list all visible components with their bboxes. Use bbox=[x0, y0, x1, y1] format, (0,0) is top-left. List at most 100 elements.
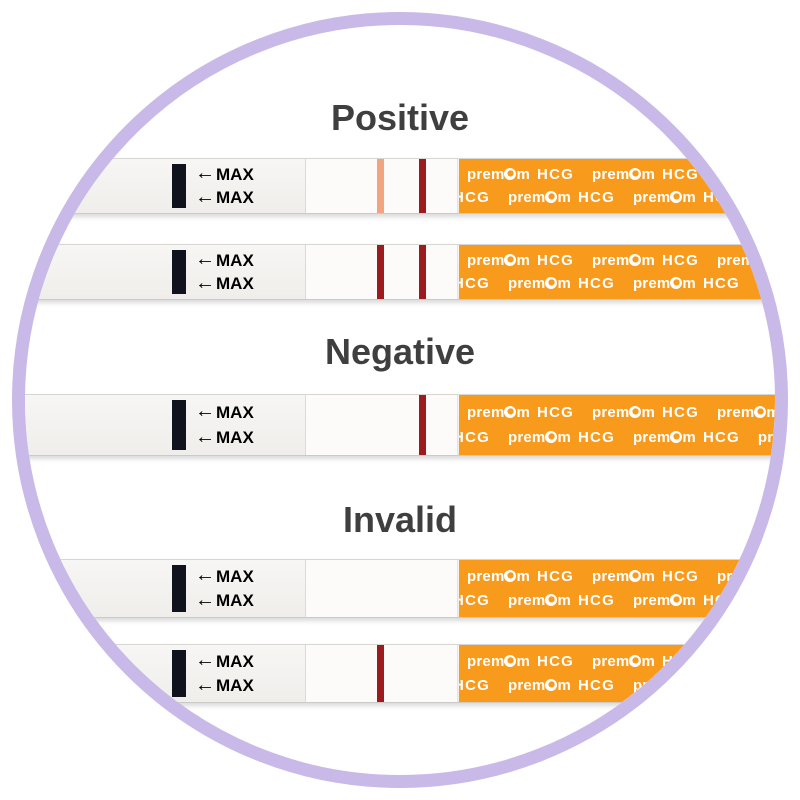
premom-logo-o-icon bbox=[754, 254, 767, 266]
product-text: HCG bbox=[702, 275, 740, 292]
max-label: MAX bbox=[216, 402, 254, 422]
premom-logo-o-icon bbox=[504, 570, 517, 582]
max-fill-marker bbox=[172, 565, 186, 612]
brand-tape-row: premmHCGpremmHCGpremmHCGpremmHCGpremmHCG bbox=[459, 404, 780, 421]
section-title-invalid: Invalid bbox=[342, 499, 458, 540]
max-label: MAX bbox=[216, 428, 254, 448]
premom-logo-o-icon bbox=[629, 168, 642, 180]
premom-logo-o-icon bbox=[670, 191, 683, 203]
brand-tape: premmHCGpremmHCGpremmHCGpremmHCGpremmHCG… bbox=[459, 395, 780, 455]
max-fill-marker bbox=[172, 650, 186, 697]
test-strip-invalid-test-line-only: ←MAX←MAXpremmHCGpremmHCGpremmHCGpremmHCG… bbox=[25, 644, 780, 703]
product-text: HCG bbox=[578, 429, 615, 446]
brand-tape: premmHCGpremmHCGpremmHCGpremmHCGpremmHCG… bbox=[459, 245, 788, 299]
max-label: MAX bbox=[216, 591, 254, 611]
brand-tape-row: premmHCGpremmHCGpremmHCGpremmHCGpremmHCG bbox=[459, 275, 775, 292]
brand-tape-row: premmHCGpremmHCGpremmHCGpremmHCGpremmHCG bbox=[459, 677, 775, 694]
max-label: MAX bbox=[216, 566, 254, 586]
product-text: HCG bbox=[459, 592, 490, 609]
test-line bbox=[377, 159, 384, 213]
premom-logo-o-icon bbox=[670, 679, 683, 691]
max-labels: ←MAX←MAX bbox=[195, 247, 254, 297]
max-row: ←MAX bbox=[195, 401, 254, 422]
brand-tape-row: premmHCGpremmHCGpremmHCGpremmHCGpremmHCG bbox=[459, 252, 788, 269]
product-text: HCG bbox=[787, 166, 788, 183]
product-text: HCG bbox=[702, 592, 740, 609]
premom-logo-o-icon bbox=[629, 655, 642, 667]
test-line bbox=[377, 245, 384, 299]
premom-logo-o-icon bbox=[754, 406, 767, 418]
left-arrow-icon: ← bbox=[195, 649, 215, 672]
product-text: HCG bbox=[702, 429, 740, 446]
product-text: HCG bbox=[459, 275, 490, 292]
premom-logo-o-icon bbox=[504, 168, 517, 180]
test-strip-invalid-no-lines: ←MAX←MAXpremmHCGpremmHCGpremmHCGpremmHCG… bbox=[25, 559, 780, 618]
premom-logo-o-icon bbox=[754, 570, 767, 582]
left-arrow-icon: ← bbox=[195, 248, 215, 271]
premom-logo-o-icon bbox=[670, 594, 683, 606]
brand-tape-row: premmHCGpremmHCGpremmHCGpremmHCGpremmHCG bbox=[459, 189, 775, 206]
product-text: HCG bbox=[702, 189, 740, 206]
control-line bbox=[419, 395, 426, 455]
test-line bbox=[377, 645, 384, 702]
left-arrow-icon: ← bbox=[195, 271, 215, 294]
premom-logo-o-icon bbox=[670, 431, 683, 443]
result-window bbox=[305, 395, 458, 455]
product-text: HCG bbox=[578, 592, 615, 609]
max-row: ←MAX bbox=[195, 187, 254, 208]
max-label: MAX bbox=[216, 274, 254, 294]
brand-tape-row: premmHCGpremmHCGpremmHCGpremmHCGpremmHCG bbox=[459, 592, 775, 609]
max-labels: ←MAX←MAX bbox=[195, 397, 254, 452]
max-row: ←MAX bbox=[195, 649, 254, 672]
max-labels: ←MAX←MAX bbox=[195, 161, 254, 211]
premom-logo-o-icon bbox=[545, 431, 558, 443]
product-text: HCG bbox=[537, 404, 574, 421]
product-text: HCG bbox=[702, 677, 740, 694]
brand-tape: premmHCGpremmHCGpremmHCGpremmHCGpremmHCG… bbox=[459, 645, 780, 702]
product-text: HCG bbox=[787, 252, 788, 269]
premom-logo-o-icon bbox=[504, 655, 517, 667]
product-text: HCG bbox=[662, 653, 699, 670]
premom-logo-o-icon bbox=[545, 679, 558, 691]
test-strip-positive-strong-test-line: ←MAX←MAXpremmHCGpremmHCGpremmHCGpremmHCG… bbox=[25, 244, 788, 300]
left-arrow-icon: ← bbox=[195, 162, 215, 185]
product-text: HCG bbox=[537, 568, 574, 585]
premom-logo-o-icon bbox=[629, 406, 642, 418]
